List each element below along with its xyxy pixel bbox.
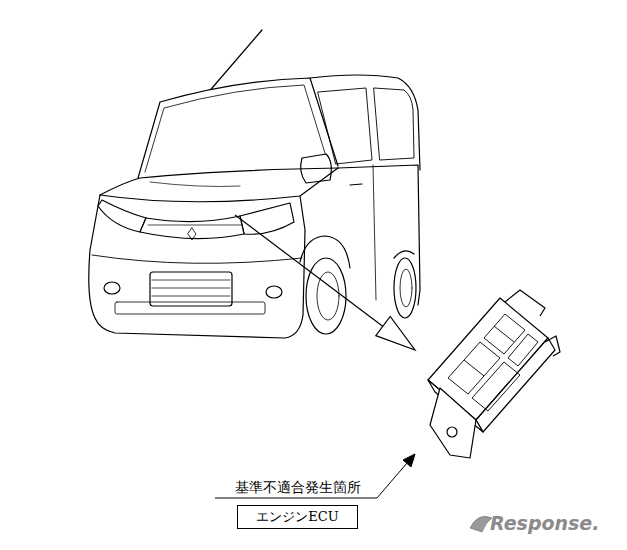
ecu-part <box>428 290 560 458</box>
leader-line <box>215 454 415 498</box>
pointer-arrow <box>235 215 415 350</box>
watermark-logo <box>470 516 492 532</box>
callout-box: 基準不適合発生箇所エンジンECU <box>215 478 380 529</box>
part-name: エンジンECU <box>237 505 357 529</box>
callout-heading: 基準不適合発生箇所 <box>235 478 361 496</box>
watermark: Response. <box>490 512 599 534</box>
